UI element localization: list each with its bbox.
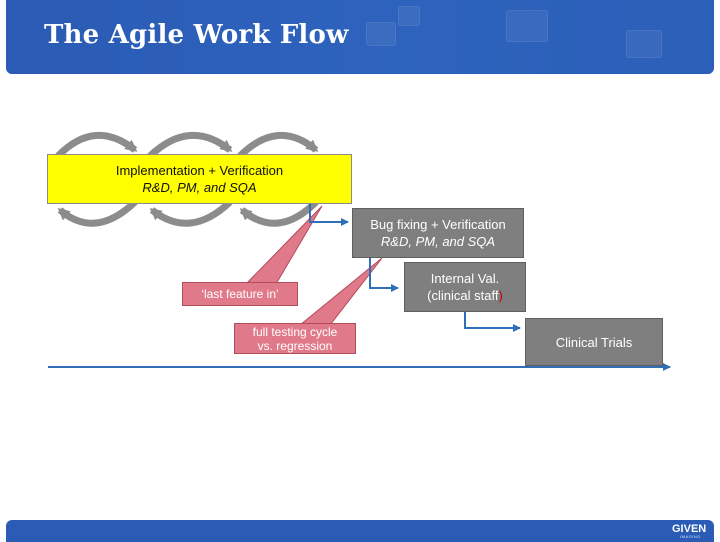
header-decoration xyxy=(366,22,396,46)
implementation-team: R&D, PM, and SQA xyxy=(142,180,257,195)
slide-title: The Agile Work Flow xyxy=(44,20,349,50)
clinical-trials-label: Clinical Trials xyxy=(555,334,633,350)
internal-validation-box: Internal Val. (clinical staff) xyxy=(404,262,526,312)
header-banner xyxy=(6,0,714,74)
bugfix-team: R&D, PM, and SQA xyxy=(380,234,496,249)
header-decoration xyxy=(506,10,548,42)
cycle-arc-3-bottom xyxy=(239,199,319,227)
cycle-arc-2-top xyxy=(147,132,233,159)
implementation-title: Implementation + Verification xyxy=(115,163,284,178)
full-testing-callout: full testing cycle vs. regression xyxy=(234,323,356,354)
iteration-cycle-arrows xyxy=(55,132,319,227)
header-decoration xyxy=(398,6,420,26)
footer-bar xyxy=(6,520,714,542)
clinical-trials-box: Clinical Trials xyxy=(525,318,663,366)
cycle-arc-2-bottom xyxy=(149,199,233,227)
cycle-arc-1-bottom xyxy=(57,199,138,227)
last-feature-label: ‘last feature in’ xyxy=(201,287,279,301)
full-testing-line1: full testing cycle xyxy=(252,324,338,339)
internal-validation-staff: (clinical staff xyxy=(427,288,499,303)
bugfix-box: Bug fixing + Verification R&D, PM, and S… xyxy=(352,208,524,258)
bugfix-title: Bug fixing + Verification xyxy=(370,217,506,232)
internal-validation-paren: ) xyxy=(498,288,503,303)
full-testing-line2: vs. regression xyxy=(257,338,333,353)
company-logo: GIVEN xyxy=(672,523,707,535)
header-decoration xyxy=(626,30,662,58)
implementation-box: Implementation + Verification R&D, PM, a… xyxy=(47,154,352,204)
company-logo-subtitle: IMAGING xyxy=(680,534,701,539)
cycle-arc-1-top xyxy=(55,132,138,159)
cycle-arc-3-top xyxy=(237,132,319,159)
connector-impl-to-bugfix xyxy=(309,204,349,226)
last-feature-callout: ‘last feature in’ xyxy=(182,282,298,306)
connector-bugfix-to-internal xyxy=(369,258,399,292)
connector-internal-to-trials xyxy=(464,312,521,332)
internal-validation-subtitle: (clinical staff) xyxy=(427,287,503,304)
internal-validation-title: Internal Val. xyxy=(430,271,500,286)
